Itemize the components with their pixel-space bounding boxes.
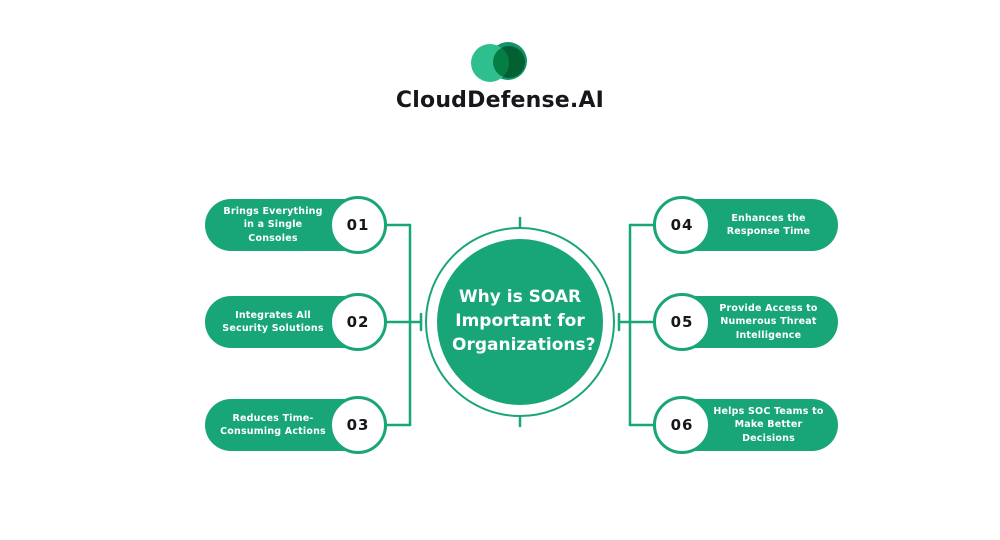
step-number-badge: 06: [653, 396, 711, 454]
brand-name: CloudDefense.AI: [395, 88, 605, 113]
step-pill-02: Integrates All Security Solutions 02: [205, 293, 387, 351]
diagram-title: Why is SOAR Important for Organizations?: [452, 287, 596, 355]
step-number-badge: 04: [653, 196, 711, 254]
step-pill-05: 05 Provide Access to Numerous Threat Int…: [653, 293, 838, 351]
step-number-badge: 01: [329, 196, 387, 254]
clouddefense-logo-icon: [471, 40, 529, 84]
step-number-badge: 05: [653, 293, 711, 351]
step-label: Brings Everything in a Single Consoles: [223, 206, 323, 244]
step-pill-04: 04 Enhances the Response Time: [653, 196, 838, 254]
step-pill-03: Reduces Time-Consuming Actions 03: [205, 396, 387, 454]
step-label: Integrates All Security Solutions: [222, 309, 324, 334]
step-number-badge: 03: [329, 396, 387, 454]
step-label: Provide Access to Numerous Threat Intell…: [719, 303, 818, 341]
center-circle: Why is SOAR Important for Organizations?: [437, 239, 603, 405]
step-pill-01: Brings Everything in a Single Consoles 0…: [205, 196, 387, 254]
step-label: Enhances the Response Time: [726, 212, 811, 237]
logo-circle-overlap: [493, 46, 525, 78]
step-label: Helps SOC Teams to Make Better Decisions: [713, 406, 824, 444]
step-number-badge: 02: [329, 293, 387, 351]
step-pill-06: 06 Helps SOC Teams to Make Better Decisi…: [653, 396, 838, 454]
step-label: Reduces Time-Consuming Actions: [220, 412, 326, 437]
